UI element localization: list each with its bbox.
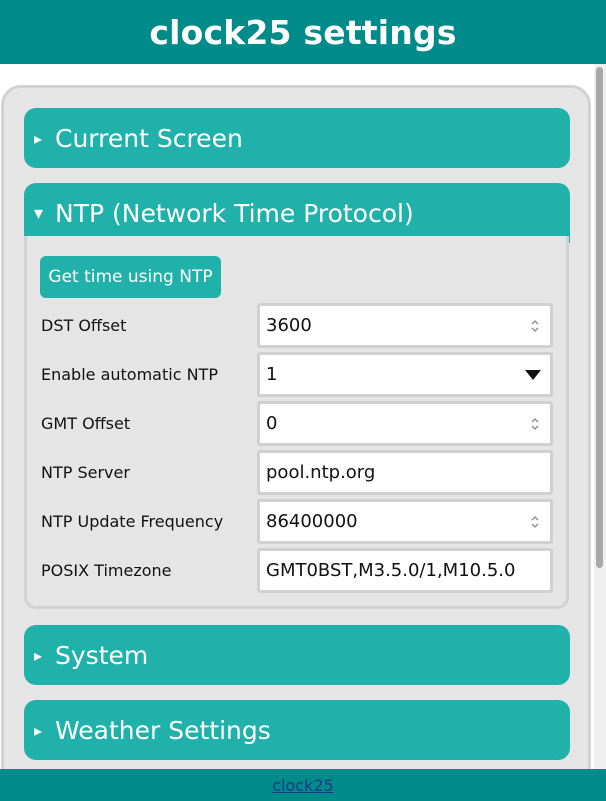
caret-right-icon: ▸: [34, 720, 43, 740]
posix-timezone-input[interactable]: GMT0BST,M3.5.0/1,M10.5.0: [257, 548, 553, 593]
spinner-icon[interactable]: [528, 316, 542, 336]
enable-ntp-select[interactable]: 1: [257, 352, 553, 397]
field-value: 3600: [266, 315, 312, 336]
ntp-server-input[interactable]: pool.ntp.org: [257, 450, 553, 495]
field-value: 0: [266, 413, 278, 434]
section-current-screen[interactable]: ▸ Current Screen: [24, 108, 570, 168]
caret-right-icon: ▸: [34, 645, 43, 665]
section-ntp[interactable]: ▾ NTP (Network Time Protocol): [24, 183, 570, 243]
ntp-update-frequency-input[interactable]: 86400000: [257, 499, 553, 544]
ntp-update-frequency-label: NTP Update Frequency: [41, 512, 224, 531]
section-label: Weather Settings: [55, 715, 271, 745]
section-weather-settings[interactable]: ▸ Weather Settings: [24, 700, 570, 760]
spinner-icon[interactable]: [528, 414, 542, 434]
posix-timezone-label: POSIX Timezone: [41, 561, 172, 580]
footer-link[interactable]: clock25: [272, 775, 334, 795]
dst-offset-label: DST Offset: [41, 316, 127, 335]
caret-right-icon: ▸: [34, 128, 43, 148]
section-system[interactable]: ▸ System: [24, 625, 570, 685]
field-value: 86400000: [266, 511, 358, 532]
section-label: Current Screen: [55, 123, 243, 153]
field-value: GMT0BST,M3.5.0/1,M10.5.0: [266, 560, 516, 581]
get-time-ntp-button[interactable]: Get time using NTP: [40, 256, 221, 298]
dst-offset-input[interactable]: 3600: [257, 303, 553, 348]
scrollbar-thumb[interactable]: [596, 67, 603, 568]
enable-ntp-label: Enable automatic NTP: [41, 365, 218, 384]
page-header: clock25 settings: [0, 0, 606, 64]
page-footer: clock25: [0, 769, 606, 801]
page-title: clock25 settings: [149, 12, 457, 52]
field-value: pool.ntp.org: [266, 462, 376, 483]
dropdown-arrow-icon: [525, 369, 541, 380]
gmt-offset-label: GMT Offset: [41, 414, 131, 433]
caret-down-icon: ▾: [34, 202, 44, 224]
gmt-offset-input[interactable]: 0: [257, 401, 553, 446]
section-label: NTP (Network Time Protocol): [55, 198, 414, 228]
section-label: System: [55, 640, 149, 670]
field-value: 1: [266, 364, 278, 385]
spinner-icon[interactable]: [528, 512, 542, 532]
ntp-server-label: NTP Server: [41, 463, 130, 482]
